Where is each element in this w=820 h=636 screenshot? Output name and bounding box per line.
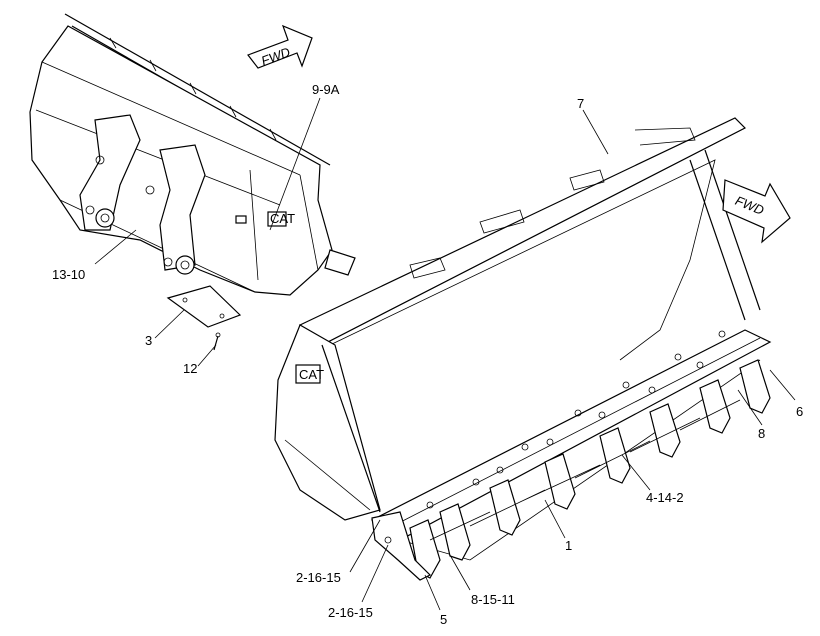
callout-2-16-15-lower: 2-16-15: [328, 605, 373, 620]
tooth: [544, 453, 576, 510]
callout-4-14-2: 4-14-2: [646, 490, 684, 505]
wear-plate: [166, 285, 242, 328]
pin: [213, 332, 221, 351]
tooth: [489, 479, 521, 536]
callout-12: 12: [183, 361, 197, 376]
fwd-label: FWD: [259, 44, 292, 68]
large-bucket-logo: CAT: [299, 367, 324, 382]
callout-1: 1: [565, 538, 572, 553]
tooth: [699, 379, 731, 434]
tooth: [739, 359, 771, 414]
callout-2-16-15-upper: 2-16-15: [296, 570, 341, 585]
callouts: 7 9-9A 13-10 3 12 6 8 4-14-2 1 2-16-15 2…: [52, 82, 803, 627]
corner-adapter: [371, 511, 432, 581]
callout-3: 3: [145, 333, 152, 348]
callout-6: 6: [796, 404, 803, 419]
teeth-row: [409, 330, 771, 579]
tooth: [439, 503, 471, 561]
fwd-arrow-top: FWD: [247, 24, 313, 69]
fwd-arrow-right: FWD: [722, 179, 791, 244]
callout-7: 7: [577, 96, 584, 111]
callout-9-9a: 9-9A: [312, 82, 340, 97]
tooth: [649, 403, 681, 458]
tooth: [599, 427, 631, 484]
callout-13-10: 13-10: [52, 267, 85, 282]
large-bucket: CAT: [274, 117, 772, 561]
leader-lines: [94, 97, 796, 611]
callout-5: 5: [440, 612, 447, 627]
callout-8: 8: [758, 426, 765, 441]
small-bucket: CAT: [29, 13, 356, 296]
small-bucket-logo: CAT: [270, 211, 295, 226]
callout-8-15-11: 8-15-11: [471, 592, 515, 607]
